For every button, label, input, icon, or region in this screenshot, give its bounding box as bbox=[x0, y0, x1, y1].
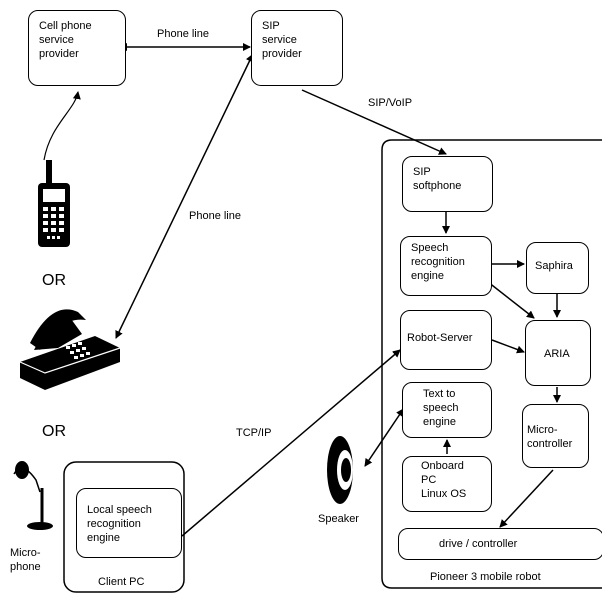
saphira: Saphira bbox=[526, 242, 589, 294]
onboard-pc-label: Onboard PC Linux OS bbox=[421, 460, 467, 500]
phone-line-top-label: Phone line bbox=[157, 28, 209, 40]
sip-voip-label: SIP/VoIP bbox=[368, 97, 413, 109]
robot-server: Robot-Server bbox=[400, 310, 492, 370]
edge-robotserver-aria bbox=[491, 339, 525, 354]
tcp-ip-label: TCP/IP bbox=[236, 427, 272, 439]
microcontroller-label: Micro- controller bbox=[527, 424, 573, 450]
sip-softphone: SIP softphone bbox=[402, 156, 493, 212]
speech-engine-label: Speech recognition engine bbox=[411, 242, 465, 282]
microcontroller: Micro- controller bbox=[522, 404, 589, 468]
pioneer-robot-boundary bbox=[381, 139, 602, 589]
tts-label: Text to speech engine bbox=[423, 388, 459, 428]
saphira-label: Saphira bbox=[535, 260, 573, 272]
or-label-2: OR bbox=[42, 423, 66, 440]
sip-softphone-label: SIP softphone bbox=[413, 166, 462, 192]
pioneer-robot-label: Pioneer 3 mobile robot bbox=[430, 571, 541, 583]
cell-phone-icon bbox=[38, 160, 70, 247]
phone-line-mid-label: Phone line bbox=[189, 210, 241, 222]
speech-recognition-engine: Speech recognition engine bbox=[400, 236, 492, 296]
client-pc-boundary bbox=[63, 461, 185, 593]
microphone-icon bbox=[13, 461, 53, 530]
speaker-label: Speaker bbox=[318, 513, 359, 525]
edge-tts-speaker bbox=[364, 408, 404, 467]
drive-controller-label: drive / controller bbox=[439, 538, 518, 550]
edge-sip-deskphone bbox=[115, 53, 254, 339]
aria: ARIA bbox=[525, 320, 591, 386]
robot-server-label: Robot-Server bbox=[407, 332, 473, 344]
sip-provider-label: SIP service provider bbox=[262, 20, 302, 60]
edge-microcontroller-drive bbox=[499, 469, 554, 528]
aria-label: ARIA bbox=[544, 348, 570, 360]
onboard-pc: Onboard PC Linux OS bbox=[402, 456, 492, 512]
edge-speech-aria bbox=[487, 281, 535, 319]
drive-controller: drive / controller bbox=[398, 528, 602, 560]
cell-provider-label: Cell phone service provider bbox=[39, 20, 92, 60]
sip-service-provider: SIP service provider bbox=[251, 10, 343, 86]
desk-telephone-icon bbox=[19, 309, 121, 390]
speaker-icon bbox=[327, 436, 353, 504]
local-speech-label: Local speech recognition engine bbox=[87, 504, 152, 544]
edge-sip-softphone bbox=[301, 89, 447, 155]
local-speech-recognition-engine: Local speech recognition engine bbox=[76, 488, 182, 558]
or-label-1: OR bbox=[42, 272, 66, 289]
cell-phone-service-provider: Cell phone service provider bbox=[28, 10, 126, 86]
client-pc-label: Client PC bbox=[98, 576, 145, 588]
edge-cellphone-provider bbox=[43, 91, 81, 161]
text-to-speech-engine: Text to speech engine bbox=[402, 382, 492, 438]
edge-local-robotserver bbox=[181, 349, 401, 537]
microphone-label: Micro- phone bbox=[10, 547, 41, 573]
